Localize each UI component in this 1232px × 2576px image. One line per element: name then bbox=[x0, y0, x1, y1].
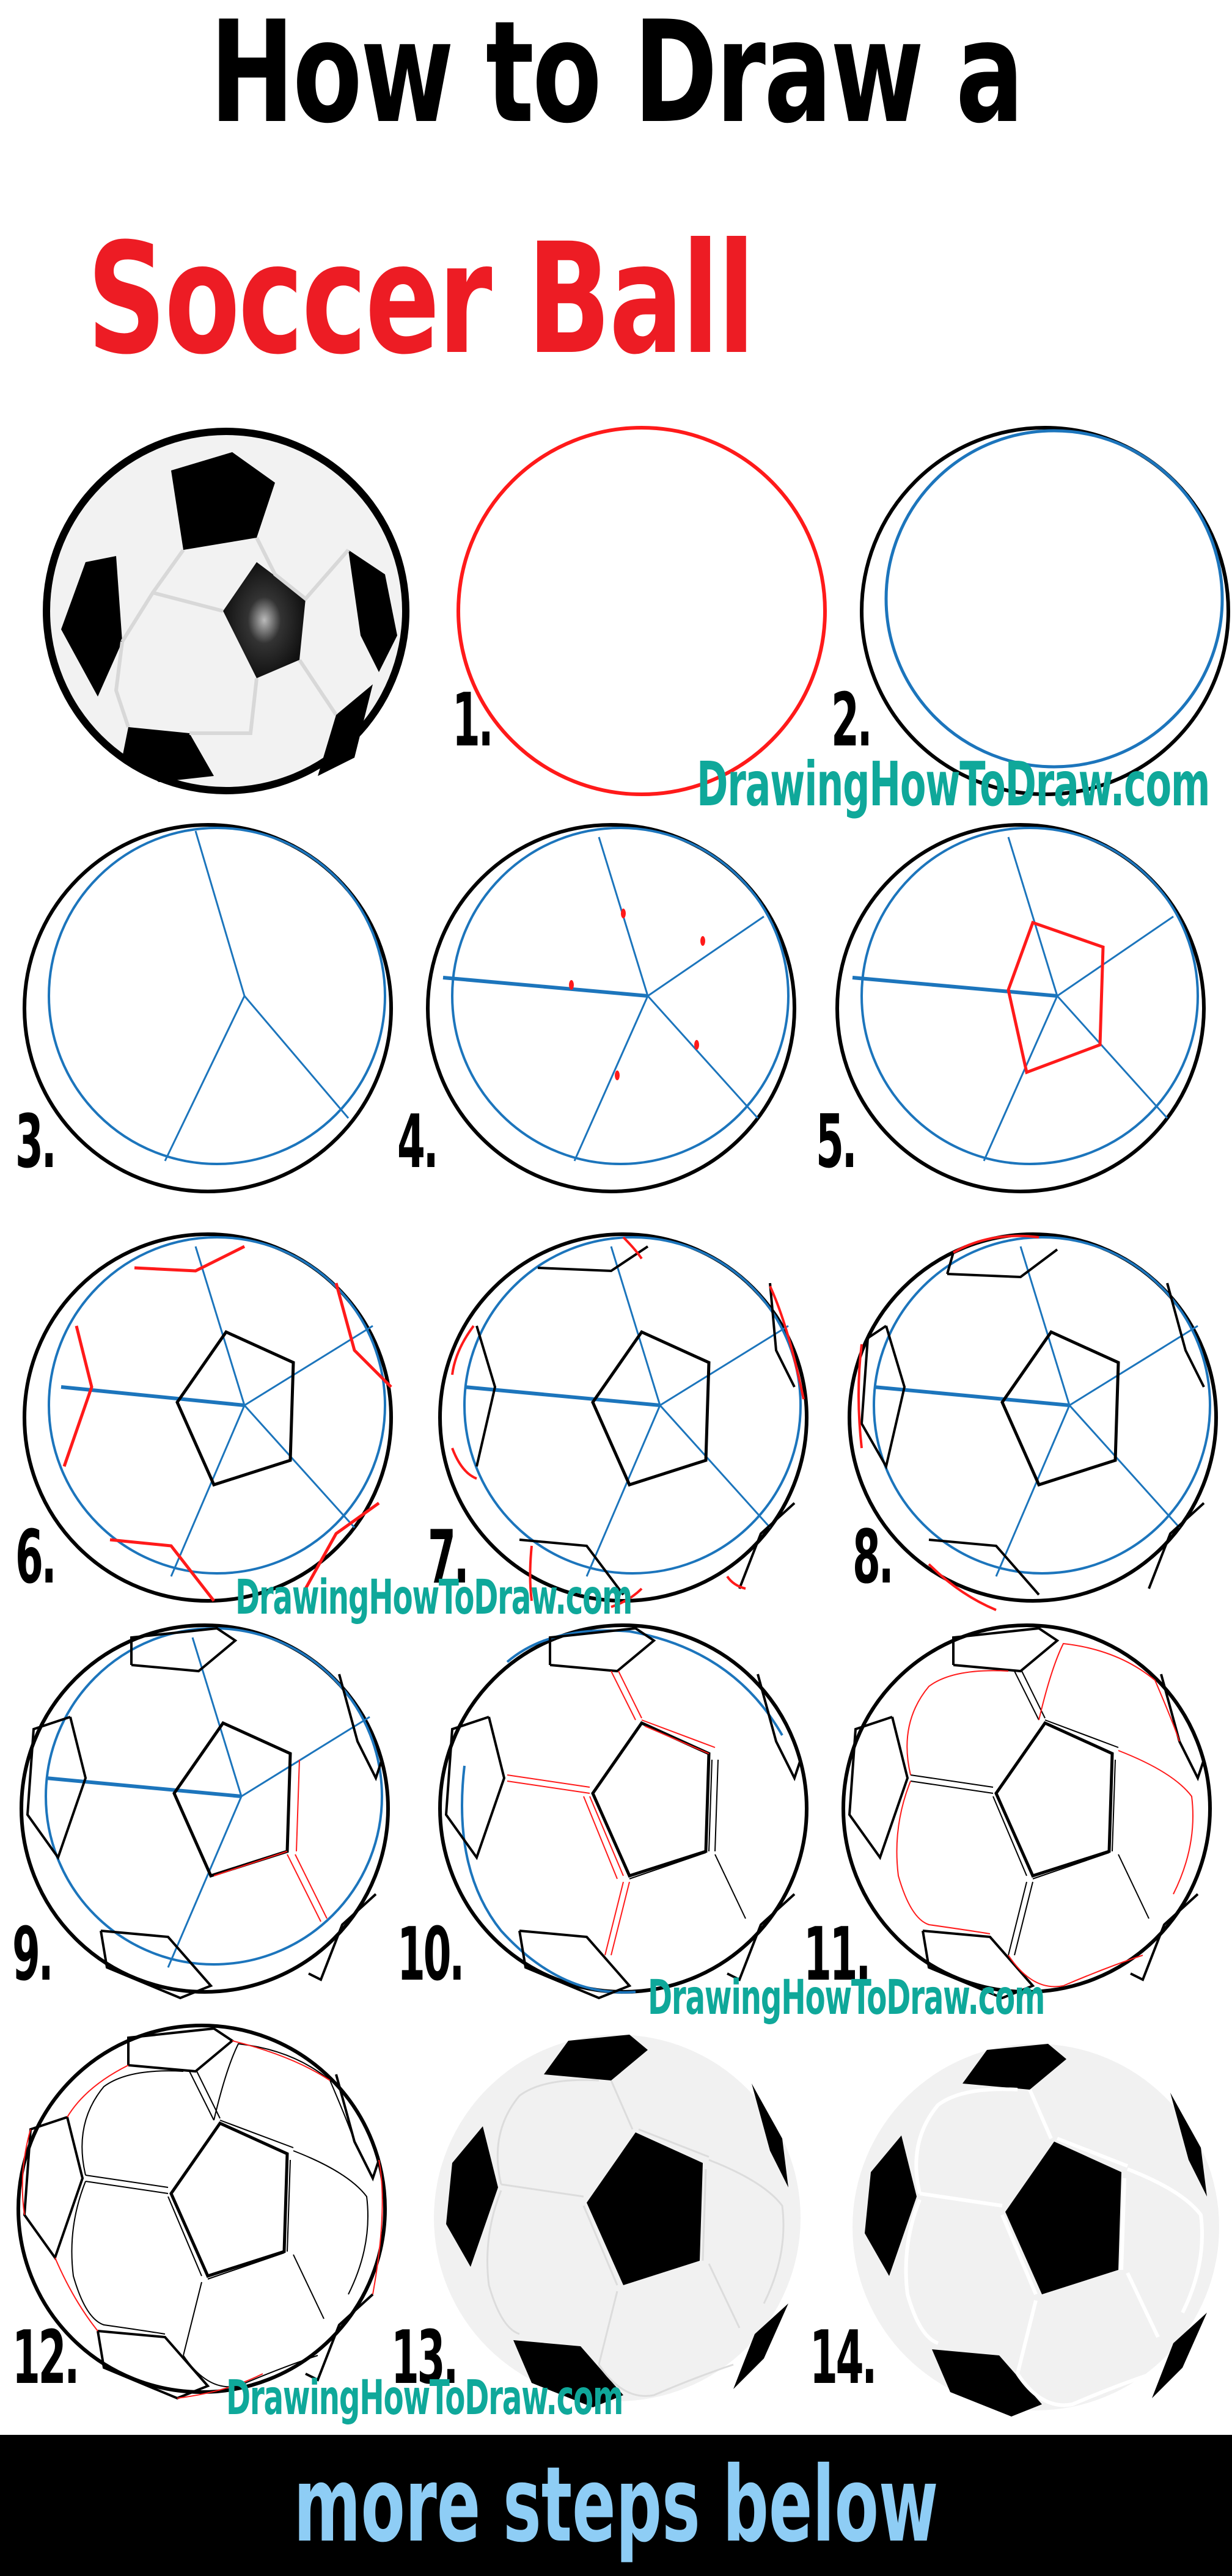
step-number-8: 8. bbox=[853, 1515, 894, 1600]
step-8-drawing bbox=[837, 1222, 1228, 1613]
step-number-13: 13. bbox=[391, 2316, 458, 2401]
step-number-5: 5. bbox=[816, 1100, 857, 1185]
step-number-2: 2. bbox=[831, 678, 873, 763]
step-13-drawing bbox=[422, 2016, 813, 2407]
guide-circle-icon bbox=[860, 426, 1230, 796]
step-4-drawing bbox=[416, 813, 807, 1204]
step-number-9: 9. bbox=[12, 1912, 54, 1997]
step-number-11: 11. bbox=[804, 1912, 871, 1997]
step-number-12: 12. bbox=[12, 2316, 79, 2401]
circle-outline-icon bbox=[457, 426, 827, 796]
watermark-4: DrawingHowToDraw.com bbox=[226, 2371, 623, 2426]
step-number-1: 1. bbox=[452, 678, 494, 763]
page-title-line-2: Soccer Ball bbox=[34, 214, 922, 385]
step-number-7: 7. bbox=[428, 1515, 469, 1600]
step-11-drawing bbox=[831, 1613, 1222, 2004]
watermark-2: DrawingHowToDraw.com bbox=[235, 1570, 632, 1625]
step-5-drawing bbox=[825, 813, 1216, 1204]
step-7-drawing bbox=[428, 1222, 819, 1613]
step-12-drawing bbox=[6, 2013, 397, 2404]
step-10-drawing bbox=[428, 1613, 819, 2004]
step-number-6: 6. bbox=[15, 1515, 57, 1600]
step-number-4: 4. bbox=[397, 1100, 439, 1185]
step-2-drawing bbox=[849, 415, 1232, 807]
watermark-3: DrawingHowToDraw.com bbox=[648, 1970, 1045, 2025]
step-3-drawing bbox=[12, 813, 403, 1204]
step-6-drawing bbox=[12, 1222, 403, 1613]
step-14-drawing bbox=[840, 2025, 1231, 2417]
step-number-3: 3. bbox=[15, 1100, 57, 1185]
step-1-drawing bbox=[446, 415, 837, 807]
page-title-line-2-text: Soccer Ball bbox=[87, 210, 755, 388]
watermark-1: DrawingHowToDraw.com bbox=[697, 748, 1210, 820]
page-title-line-1: How to Draw a bbox=[210, 0, 1024, 155]
step-number-10: 10. bbox=[397, 1912, 464, 1997]
soccer-ball-icon bbox=[43, 428, 409, 794]
step-9-drawing bbox=[9, 1613, 400, 2004]
step-number-14: 14. bbox=[810, 2316, 877, 2401]
banner-text: more steps below bbox=[293, 2445, 939, 2566]
more-steps-banner: more steps below bbox=[0, 2435, 1232, 2576]
hero-soccer-ball bbox=[31, 415, 422, 807]
